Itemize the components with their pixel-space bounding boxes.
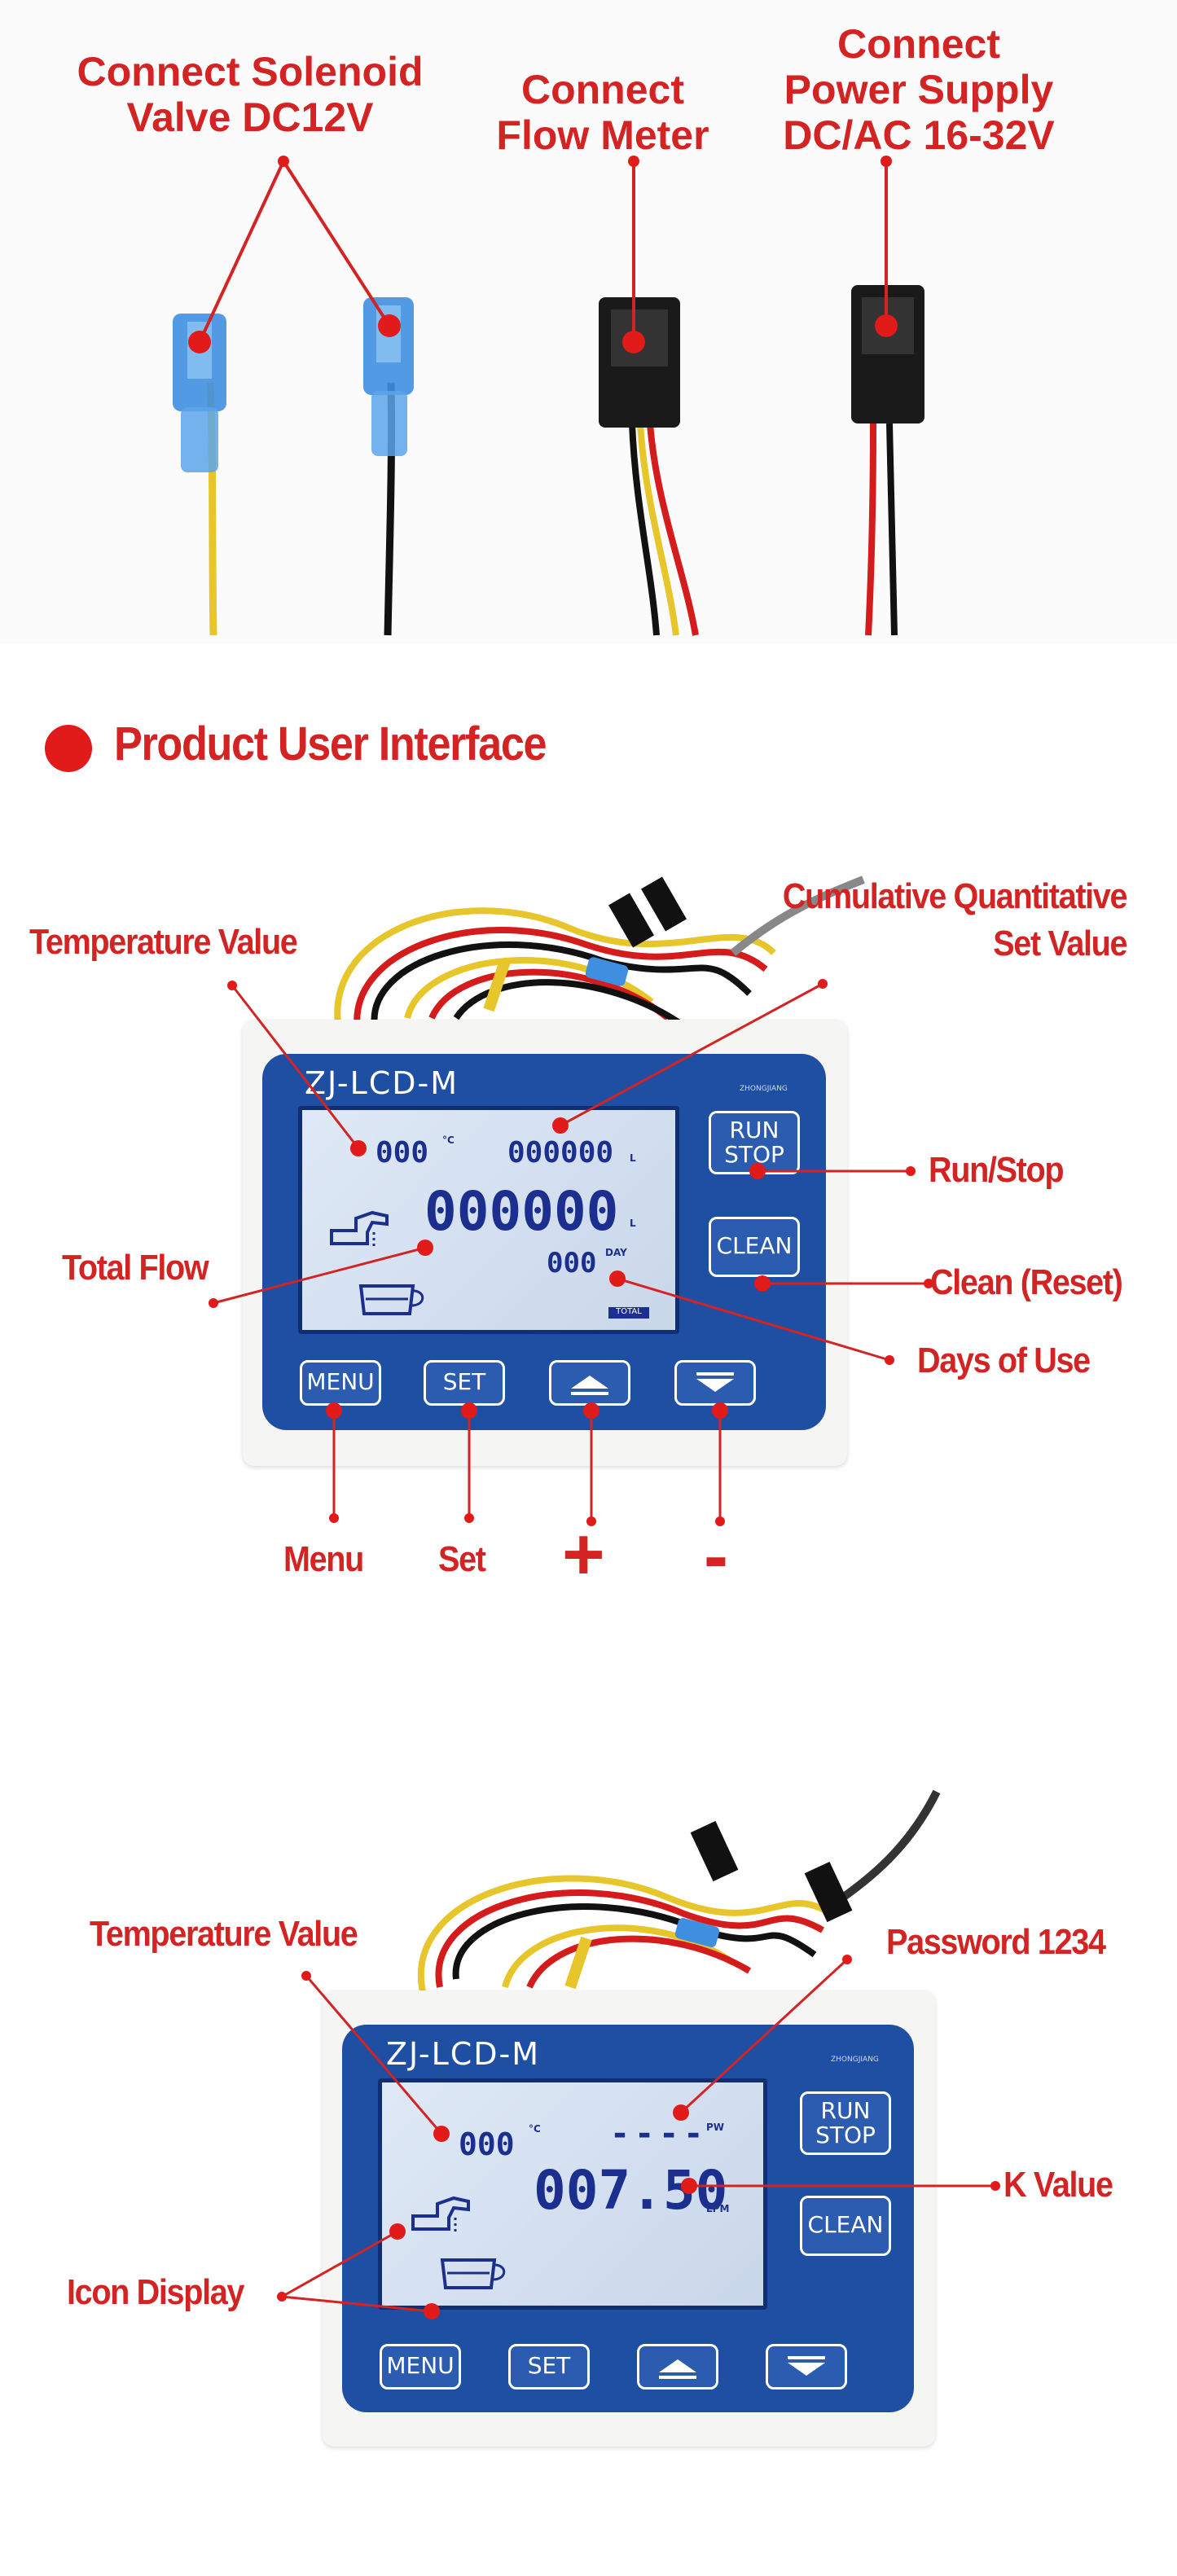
device1-model: ZJ-LCD-M [305, 1065, 459, 1101]
device1-total-readout: 000000 [424, 1180, 619, 1243]
device1-brand: ZHONGJIANG [740, 1085, 788, 1093]
device2-temperature-label: Temperature Value [90, 1914, 358, 1954]
device2-password-readout: ---- [610, 2115, 709, 2153]
faucet-icon [330, 1210, 389, 1247]
device2-clean-button[interactable]: CLEAN [800, 2196, 891, 2256]
device1-temp-unit: °C [442, 1134, 455, 1146]
device2-lcd: 000 °C ---- PW 007.50 LPM [378, 2078, 767, 2310]
device2-down-button[interactable] [766, 2344, 847, 2389]
device2-run-stop-button[interactable]: RUN STOP [800, 2091, 891, 2155]
solenoid-connector-left [173, 314, 226, 636]
power-supply-connector [851, 285, 924, 636]
down-arrow-icon [696, 1372, 734, 1392]
device1-temperature-label: Temperature Value [29, 922, 298, 962]
device2-up-button[interactable] [637, 2344, 718, 2389]
up-arrow-icon [659, 2359, 696, 2379]
power-supply-label: Connect Power Supply DC/AC 16-32V [783, 21, 1055, 158]
device2: ZJ-LCD-M ZHONGJIANG 000 °C ---- PW 007.5… [323, 1990, 935, 2447]
device1-days-readout: 000 [547, 1247, 597, 1279]
solenoid-connector-right [363, 297, 414, 636]
device1: ZJ-LCD-M ZHONGJIANG 000 °C 000000 L 0000… [243, 1020, 847, 1466]
device2-k-readout: 007.50 [534, 2159, 728, 2222]
top-pointer-dots [188, 156, 898, 353]
cup-icon [440, 2258, 506, 2289]
device2-set-button[interactable]: SET [508, 2344, 590, 2389]
up-arrow-icon [571, 1376, 608, 1395]
device2-model: ZJ-LCD-M [386, 2036, 541, 2072]
cup-icon [358, 1284, 424, 1315]
device1-temp-readout: 000 [375, 1136, 429, 1170]
device1-minus-label: - [704, 1516, 728, 1597]
device1-lcd: 000 °C 000000 L 000000 L 000 DAY TOTAL [298, 1106, 679, 1334]
device1-run-stop-label: Run/Stop [929, 1150, 1065, 1190]
device2-temp-unit: °C [529, 2123, 541, 2135]
device1-cumulative-label: Cumulative Quantitative Set Value [782, 876, 1128, 963]
section-bullet-icon [45, 725, 92, 772]
device1-cable-connectors [585, 876, 687, 986]
device2-menu-button[interactable]: MENU [380, 2344, 461, 2389]
device1-menu-button[interactable]: MENU [300, 1360, 381, 1406]
top-pointer-lines [198, 160, 888, 343]
device1-down-button[interactable] [674, 1360, 756, 1406]
device2-panel: ZJ-LCD-M ZHONGJIANG 000 °C ---- PW 007.5… [342, 2025, 914, 2412]
device2-k-unit: LPM [706, 2203, 730, 2214]
device1-days-unit: DAY [605, 1247, 627, 1258]
device1-days-label: Days of Use [917, 1341, 1091, 1380]
faucet-icon [411, 2196, 470, 2232]
device1-set-unit: L [630, 1152, 636, 1164]
device1-set-label: Set [438, 1539, 486, 1579]
device1-total-unit: L [630, 1218, 636, 1229]
device2-brand: ZHONGJIANG [831, 2056, 879, 2064]
device1-panel: ZJ-LCD-M ZHONGJIANG 000 °C 000000 L 0000… [262, 1054, 826, 1430]
device2-icon-display-label: Icon Display [67, 2272, 244, 2312]
device1-total-flow-label: Total Flow [62, 1248, 209, 1288]
section-title: Product User Interface [114, 718, 547, 770]
device2-temp-readout: 000 [459, 2126, 515, 2162]
device2-password-unit: PW [706, 2122, 725, 2133]
device2-cable-connectors [674, 1820, 853, 1947]
solenoid-label: Connect Solenoid Valve DC12V [77, 49, 424, 140]
device1-set-button[interactable]: SET [424, 1360, 505, 1406]
down-arrow-icon [788, 2356, 825, 2376]
device2-k-value-label: K Value [1004, 2165, 1113, 2205]
device2-cables [418, 1789, 941, 1996]
device1-menu-label: Menu [283, 1539, 364, 1579]
device1-clean-label: Clean (Reset) [930, 1262, 1123, 1302]
device1-total-badge: TOTAL [608, 1307, 649, 1319]
device1-run-stop-button[interactable]: RUN STOP [709, 1111, 800, 1174]
device1-clean-button[interactable]: CLEAN [709, 1217, 800, 1277]
flow-meter-label: Connect Flow Meter [496, 67, 709, 158]
device1-up-button[interactable] [549, 1360, 630, 1406]
device1-plus-label: + [562, 1514, 605, 1595]
flow-meter-connector [599, 297, 699, 636]
device2-password-label: Password 1234 [886, 1922, 1106, 1962]
device1-set-readout: 000000 [507, 1136, 614, 1170]
